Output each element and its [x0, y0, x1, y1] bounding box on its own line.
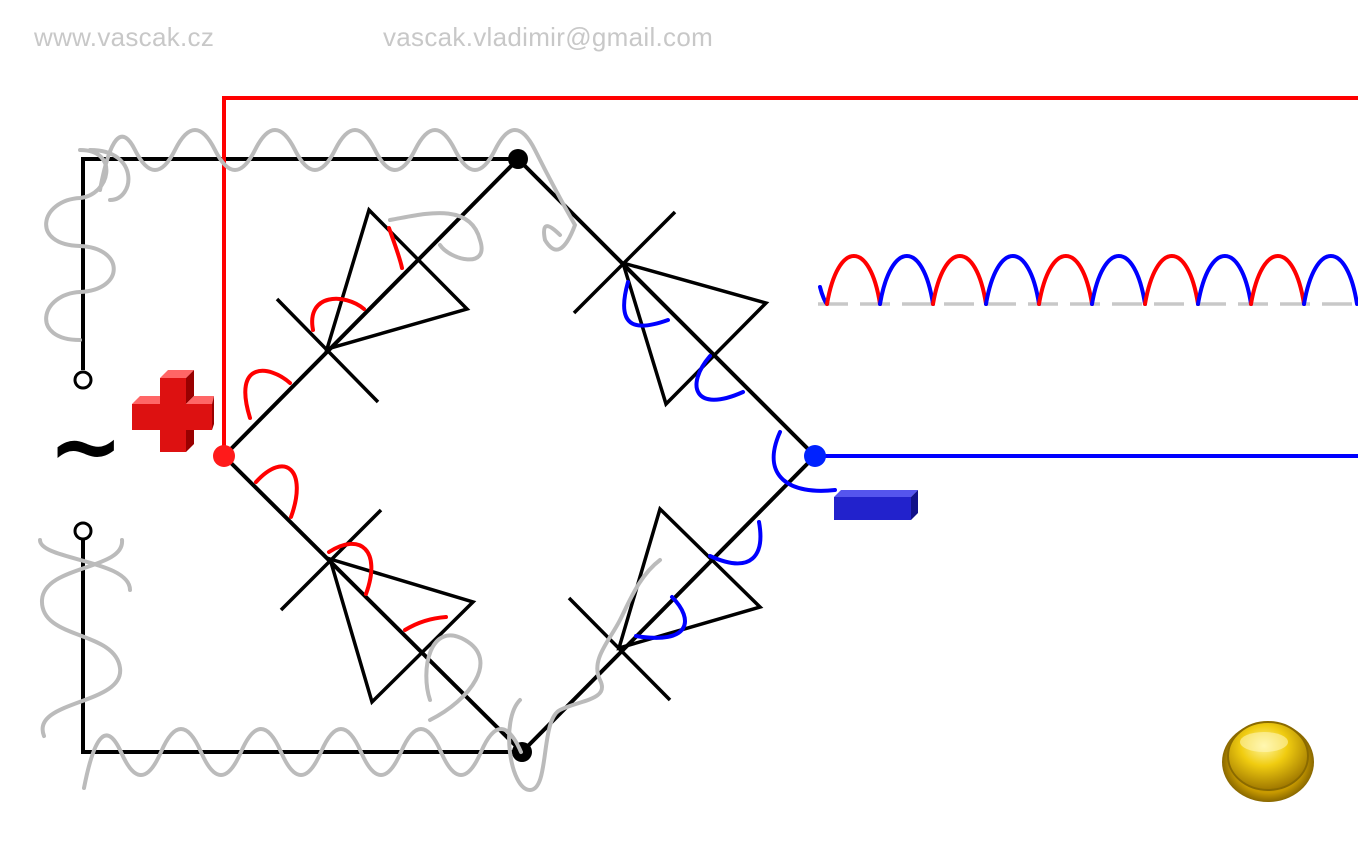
website-label: www.vascak.cz	[34, 22, 215, 52]
diode-bottom-left	[279, 508, 477, 706]
plus-icon	[132, 370, 214, 452]
email-label: vascak.vladimir@gmail.com	[383, 22, 714, 52]
minus-icon	[834, 490, 918, 520]
positive-output-wire	[222, 96, 1358, 456]
positive-current-arcs	[243, 226, 448, 632]
diode-top-left	[275, 206, 471, 404]
ac-terminals	[73, 370, 93, 541]
diode-top-right	[572, 210, 770, 408]
rectified-output-wave	[818, 254, 1358, 306]
ac-symbol: ~	[48, 394, 124, 499]
ac-input-waves	[38, 128, 662, 793]
ac-terminal-top	[73, 370, 93, 390]
negative-node	[804, 445, 826, 467]
positive-node	[213, 445, 235, 467]
play-button-icon[interactable]	[1220, 712, 1316, 804]
ac-source-wires	[81, 157, 522, 754]
negative-current-arcs	[622, 280, 837, 640]
junction-top	[508, 149, 528, 169]
ac-terminal-bottom	[73, 521, 93, 541]
bridge-wires	[222, 157, 817, 754]
